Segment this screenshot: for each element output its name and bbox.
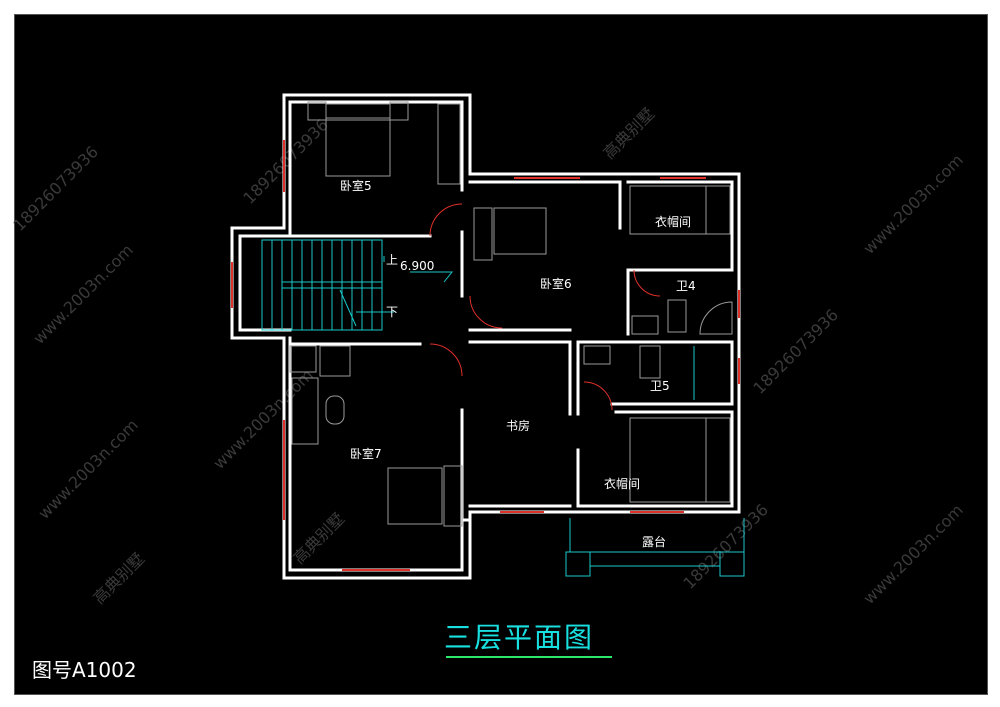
watermark-phone: 18926073936 [9,142,102,235]
bedroom5-west-wall [288,100,432,238]
bath5-wall [576,340,734,406]
door-swing [633,269,661,297]
stair [261,239,454,331]
stair-up-label: 上 [386,253,398,267]
elevation-label: 6.900 [400,259,434,273]
headboard [443,465,463,527]
stair-handrail [281,281,383,289]
room-label-bedroom5: 卧室5 [340,178,372,193]
watermark-site: www.2003n.com [209,365,316,472]
closet-rack [705,185,731,235]
watermark-site: www.2003n.com [859,150,966,257]
bedroom7-wall [288,336,472,572]
bedroom6-north-wall [468,180,622,230]
stair-down-label: 下 [386,305,398,319]
furniture [289,101,733,527]
doors [429,203,661,411]
title-underline [446,656,612,658]
headboard [473,207,493,261]
watermark-layer: 18926073936 www.2003n.com 18926073936 ww… [9,104,966,608]
closet-top-wall [626,180,734,336]
windows [231,140,740,571]
watermark-brand: 高典别墅 [89,549,148,608]
closet-rack [705,417,731,503]
nightstand [389,101,409,121]
room-label-bedroom6: 卧室6 [540,276,572,291]
room-label-bedroom7: 卧室7 [350,446,382,461]
washbasin [583,345,611,365]
room-label-study: 书房 [506,418,530,433]
closet-rack [629,417,731,503]
terrace-rail [569,518,745,553]
watermark-site: www.2003n.com [34,415,141,522]
coffee-table [325,395,345,425]
room-label-bath4: 卫4 [676,279,696,293]
bed [387,467,443,525]
headboard [325,103,391,119]
terrace [565,518,745,577]
watermark-site: www.2003n.com [859,500,966,607]
toilet [639,345,661,379]
wardrobe [437,103,461,185]
room-labels: 卧室5 卧室6 卧室7 衣帽间 卫4 卫5 书房 衣帽间 露台 上 下 6.90… [340,178,696,549]
outer-wall-north [230,93,741,514]
nightstand [307,101,327,121]
watermark-site: www.2003n.com [29,240,136,347]
walls [230,93,741,580]
terrace-pillar [719,551,745,577]
drawing-title: 三层平面图 [444,621,595,654]
drawing-number: 图号A1002 [32,658,137,682]
bed [325,119,391,177]
room-label-bath5: 卫5 [650,379,670,393]
room-label-closet-top: 衣帽间 [655,214,691,229]
bed [493,207,547,255]
shower [699,301,733,335]
door-swing [429,343,463,377]
drawing-sheet [14,14,988,695]
outer-wall-south [230,226,741,580]
elevation-mark [410,271,454,283]
sofa [291,377,319,445]
room-label-terrace: 露台 [642,534,666,549]
watermark-phone: 18926073936 [679,500,772,593]
door-swing [583,381,613,411]
washbasin [631,315,659,335]
terrace-pillar [565,551,591,577]
toilet [667,299,687,333]
bedroom5-north-wall [288,100,464,192]
closet-bottom-wall [576,410,734,508]
watermark-phone: 18926073936 [239,115,332,208]
watermark-phone: 18926073936 [749,305,842,398]
room-label-closet-bottom: 衣帽间 [604,476,640,491]
door-swing [429,203,463,237]
door-swing [469,295,503,329]
armchair [319,345,351,377]
study-north-wall [468,340,572,416]
stair-break-line [339,289,357,327]
watermark-brand: 高典别墅 [599,104,658,163]
watermark-brand: 高典别墅 [289,509,348,568]
side-table [289,345,317,373]
